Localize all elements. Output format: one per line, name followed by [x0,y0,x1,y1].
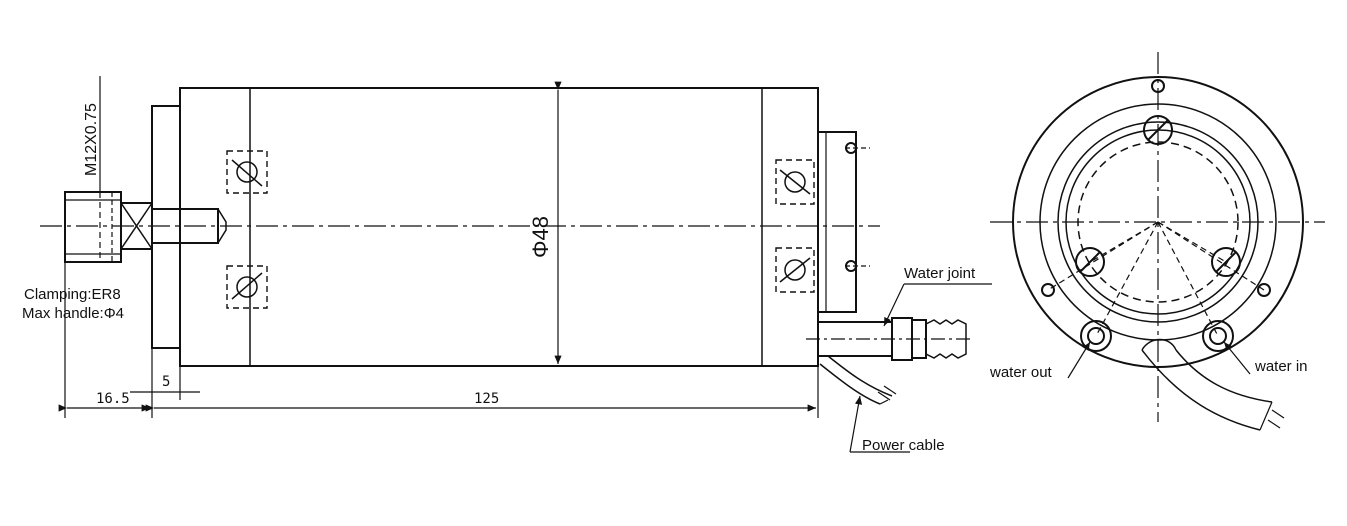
front-flange [151,105,181,349]
clamping-label: Clamping:ER8 [24,286,121,303]
water-in-port [1202,320,1234,352]
thread-label: M12X0.75 [83,103,100,176]
water-out-port [1080,320,1112,352]
water-joint-tube [817,321,893,357]
diameter-label: Φ48 [528,216,553,258]
side-view [40,76,992,453]
spindle-body [179,87,819,367]
power-cable-label: Power cable [862,437,945,454]
shaft [151,208,219,244]
rear-cap [817,131,857,313]
outer-ring [1012,76,1304,368]
dimension-125: 125 [474,391,499,407]
bearing-symbols [226,150,815,309]
water-joint-label: Water joint [904,265,976,282]
max-handle-label: Max handle:Φ4 [22,305,124,322]
dimension-5: 5 [162,374,170,390]
end-view [990,52,1325,431]
water-out-label: water out [989,364,1053,381]
dimension-16-5: 16.5 [96,391,130,407]
water-in-label: water in [1254,358,1308,375]
